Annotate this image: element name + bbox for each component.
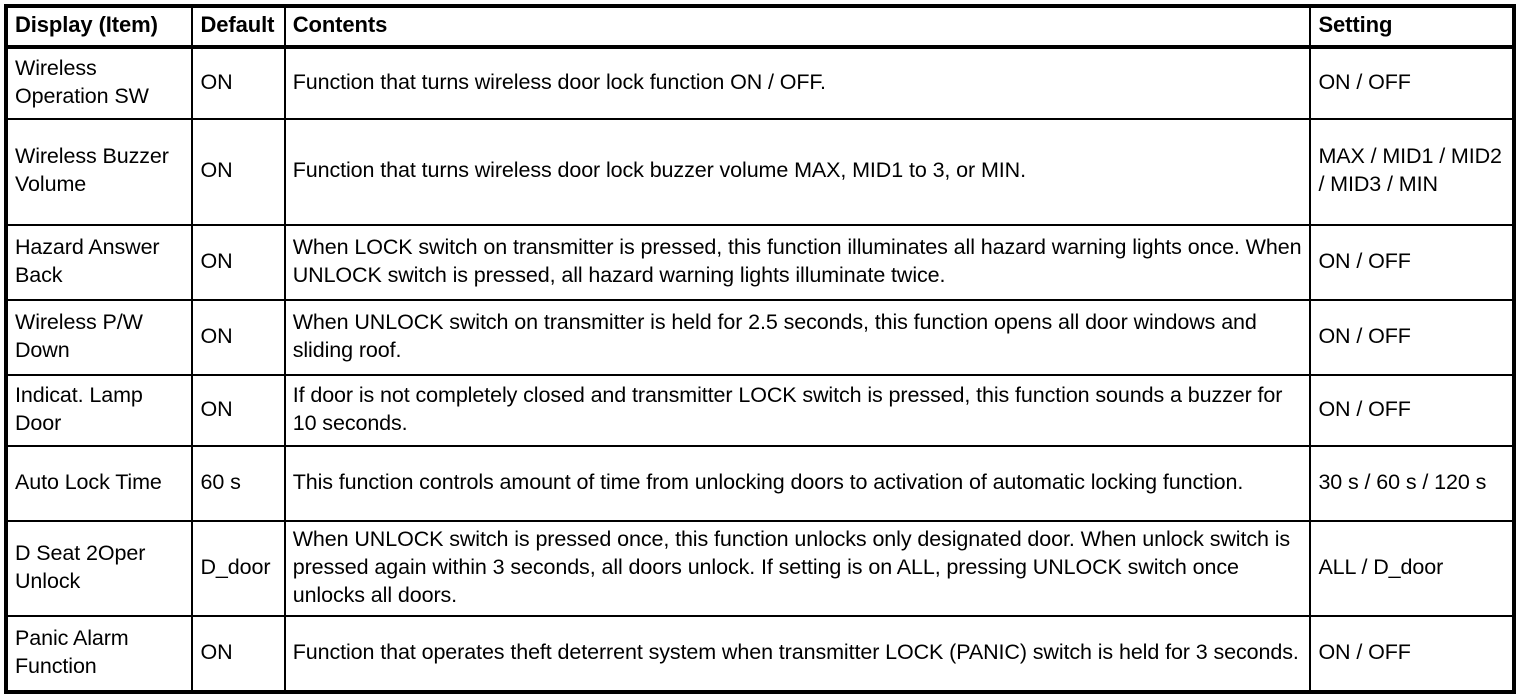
cell-default: 60 s — [191, 444, 286, 522]
cell-default: ON — [191, 223, 286, 301]
cell-default: ON — [191, 117, 286, 226]
cell-contents: Function that operates theft deterrent s… — [283, 614, 1312, 694]
cell-contents: When LOCK switch on transmitter is press… — [283, 223, 1312, 301]
cell-contents: This function controls amount of time fr… — [283, 444, 1312, 522]
cell-display-item: D Seat 2Oper Unlock — [4, 519, 194, 617]
table-body: Wireless Operation SW ON Function that t… — [4, 45, 1515, 694]
table-row: Indicat. Lamp Door ON If door is not com… — [4, 373, 1515, 447]
wireless-door-lock-settings-table: Display (Item) Default Contents Setting … — [4, 4, 1516, 694]
cell-display-item: Indicat. Lamp Door — [4, 373, 194, 447]
column-header-contents: Contents — [283, 5, 1312, 49]
cell-default: ON — [191, 373, 286, 447]
cell-contents: Function that turns wireless door lock b… — [283, 117, 1312, 226]
cell-setting: ON / OFF — [1309, 223, 1515, 301]
table-row: Wireless Buzzer Volume ON Function that … — [4, 117, 1515, 226]
cell-contents: When UNLOCK switch on transmitter is hel… — [283, 298, 1312, 376]
cell-setting: ON / OFF — [1309, 298, 1515, 376]
cell-contents: If door is not completely closed and tra… — [283, 373, 1312, 447]
cell-default: ON — [191, 45, 286, 120]
cell-setting: ON / OFF — [1309, 373, 1515, 447]
cell-setting: ON / OFF — [1309, 614, 1515, 694]
cell-default: ON — [191, 614, 286, 694]
table-row: Hazard Answer Back ON When LOCK switch o… — [4, 223, 1515, 301]
cell-default: D_door — [191, 519, 286, 617]
column-header-default: Default — [191, 5, 286, 49]
cell-contents: When UNLOCK switch is pressed once, this… — [283, 519, 1312, 617]
cell-display-item: Panic Alarm Function — [4, 614, 194, 694]
cell-setting: ON / OFF — [1309, 45, 1515, 120]
cell-setting: 30 s / 60 s / 120 s — [1309, 444, 1515, 522]
table-header: Display (Item) Default Contents Setting — [4, 5, 1515, 49]
cell-setting: MAX / MID1 / MID2 / MID3 / MIN — [1309, 117, 1515, 226]
table-row: D Seat 2Oper Unlock D_door When UNLOCK s… — [4, 519, 1515, 617]
cell-display-item: Auto Lock Time — [4, 444, 194, 522]
cell-display-item: Wireless Operation SW — [4, 45, 194, 120]
cell-display-item: Wireless Buzzer Volume — [4, 117, 194, 226]
table-row: Wireless Operation SW ON Function that t… — [4, 45, 1515, 120]
cell-display-item: Wireless P/W Down — [4, 298, 194, 376]
table-header-row: Display (Item) Default Contents Setting — [4, 5, 1515, 49]
cell-setting: ALL / D_door — [1309, 519, 1515, 617]
column-header-display-item: Display (Item) — [4, 5, 194, 49]
table-row: Wireless P/W Down ON When UNLOCK switch … — [4, 298, 1515, 376]
table-row: Panic Alarm Function ON Function that op… — [4, 614, 1515, 694]
table-row: Auto Lock Time 60 s This function contro… — [4, 444, 1515, 522]
column-header-setting: Setting — [1309, 5, 1515, 49]
cell-contents: Function that turns wireless door lock f… — [283, 45, 1312, 120]
cell-default: ON — [191, 298, 286, 376]
cell-display-item: Hazard Answer Back — [4, 223, 194, 301]
